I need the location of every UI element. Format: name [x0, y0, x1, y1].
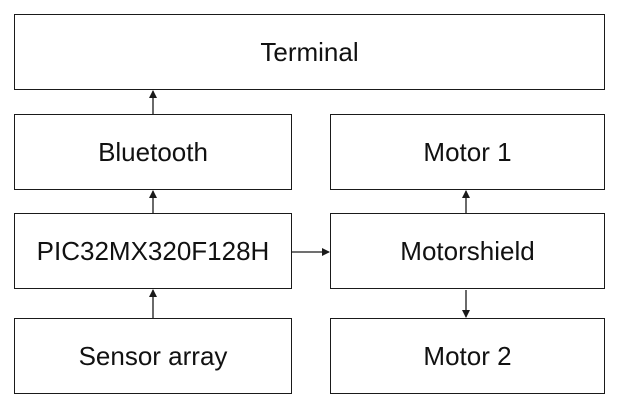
motor2-block: Motor 2 — [330, 318, 605, 394]
motor1-label: Motor 1 — [423, 136, 512, 167]
bluetooth-block: Bluetooth — [14, 114, 292, 190]
microcontroller-block: PIC32MX320F128H — [14, 213, 292, 289]
sensor-array-label: Sensor array — [78, 340, 228, 371]
motorshield-label: Motorshield — [400, 235, 535, 266]
terminal-label: Terminal — [260, 36, 359, 67]
microcontroller-label: PIC32MX320F128H — [36, 235, 270, 266]
motor2-label: Motor 2 — [423, 340, 512, 371]
terminal-block: Terminal — [14, 14, 605, 90]
motor1-block: Motor 1 — [330, 114, 605, 190]
bluetooth-label: Bluetooth — [98, 136, 208, 167]
motorshield-block: Motorshield — [330, 213, 605, 289]
sensor-array-block: Sensor array — [14, 318, 292, 394]
